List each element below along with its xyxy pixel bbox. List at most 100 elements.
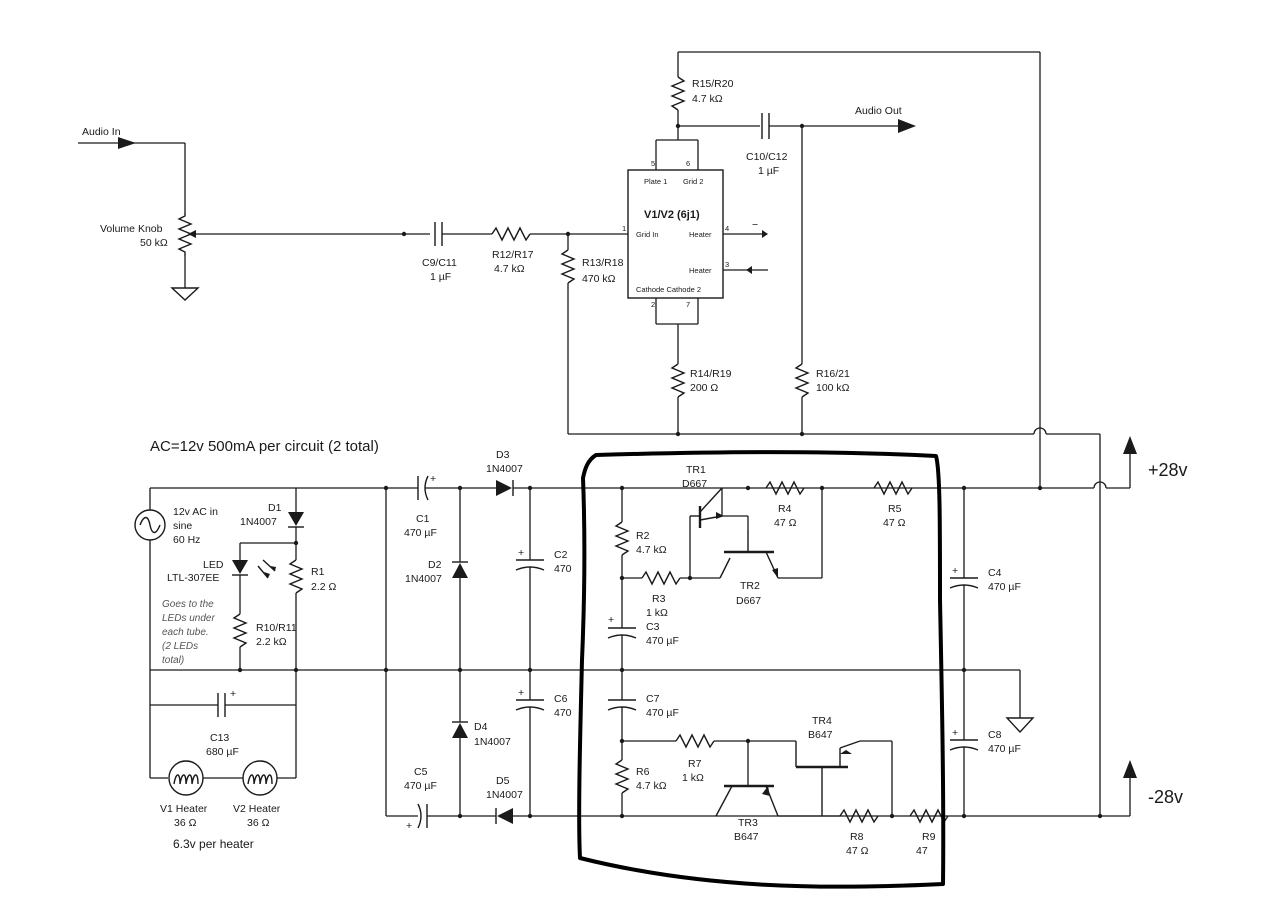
c7-value: 470 µF: [646, 707, 679, 719]
r13-name: R13/R18: [582, 257, 624, 269]
ac-source-line2: sine: [173, 520, 192, 532]
v2-heater-name: V2 Heater: [233, 803, 281, 815]
neg-rail-arrow: [1123, 760, 1137, 778]
led-note-line4: (2 LEDs: [162, 641, 198, 652]
r3-value: 1 kΩ: [646, 607, 668, 619]
c9-name: C9/C11: [422, 257, 457, 269]
resistor-r7: [675, 733, 715, 749]
diode-d1: [288, 512, 304, 528]
c3-plus: +: [608, 614, 614, 626]
diode-d3: [496, 480, 514, 496]
r12-value: 4.7 kΩ: [494, 263, 525, 275]
tr1-name: TR1: [686, 464, 706, 476]
r8-name: R8: [850, 831, 864, 843]
tube-grid2-label: Grid 2: [683, 177, 703, 186]
regulator-highlight-box: [577, 450, 946, 889]
c1-name: C1: [416, 513, 430, 525]
r8-value: 47 Ω: [846, 845, 869, 857]
v1-heater-name: V1 Heater: [160, 803, 208, 815]
ground-symbol-supply: [1005, 717, 1035, 734]
heater-v2: [242, 760, 278, 796]
resistor-r13: [560, 249, 576, 284]
v1-heater-value: 36 Ω: [174, 817, 197, 829]
resistor-r10: [232, 613, 248, 648]
volume-knob-potentiometer: [177, 212, 196, 256]
capacitor-c13: [217, 693, 226, 717]
r4-name: R4: [778, 503, 792, 515]
supply-title: AC=12v 500mA per circuit (2 total): [150, 438, 379, 455]
c5-value: 470 µF: [404, 780, 437, 792]
c8-name: C8: [988, 729, 1002, 741]
led-value: LTL-307EE: [167, 572, 219, 584]
c10-name: C10/C12: [746, 151, 788, 163]
r1-value: 2.2 Ω: [311, 581, 337, 593]
r7-name: R7: [688, 758, 702, 770]
c4-plus: +: [952, 565, 958, 577]
c3-value: 470 µF: [646, 635, 679, 647]
diode-d2: [452, 561, 468, 578]
r16-value: 100 kΩ: [816, 382, 850, 394]
tr4-value: B647: [808, 729, 833, 741]
c6-plus: +: [518, 687, 524, 699]
r1-name: R1: [311, 566, 325, 578]
tube-pin2: 2: [651, 300, 655, 309]
audio-in-arrow: [118, 137, 136, 149]
tr4-name: TR4: [812, 715, 832, 727]
volume-knob-value: 50 kΩ: [140, 237, 168, 249]
tr2-name: TR2: [740, 580, 760, 592]
capacitor-c5: [417, 803, 428, 829]
ac-source-symbol: [134, 509, 166, 541]
d2-name: D2: [428, 559, 442, 571]
tube-pin5: 5: [651, 159, 655, 168]
transistor-tr3: [715, 784, 779, 817]
r7-value: 1 kΩ: [682, 772, 704, 784]
r12-name: R12/R17: [492, 249, 534, 261]
tube-heater1-label: Heater: [689, 230, 712, 239]
resistor-r12: [491, 226, 531, 242]
r15-value: 4.7 kΩ: [692, 93, 723, 105]
c1-value: 470 µF: [404, 527, 437, 539]
led-note-line5: total): [162, 655, 184, 666]
d3-name: D3: [496, 449, 510, 461]
resistor-r2: [614, 521, 630, 556]
ac-source-line3: 60 Hz: [173, 534, 200, 546]
led-name: LED: [203, 559, 224, 571]
volume-knob-name: Volume Knob: [100, 223, 163, 235]
r15-name: R15/R20: [692, 78, 734, 90]
tube-pin1: 1: [622, 224, 626, 233]
c10-value: 1 µF: [758, 165, 779, 177]
led-note-line3: each tube.: [162, 627, 209, 638]
pos-rail-arrow: [1123, 436, 1137, 454]
r9-value: 47: [916, 845, 928, 857]
d4-name: D4: [474, 721, 488, 733]
tube-minus-sign: −: [752, 219, 758, 231]
transistor-tr1: [690, 487, 724, 528]
resistor-r14: [670, 363, 686, 398]
tube-pin3: 3: [725, 260, 729, 269]
per-heater-label: 6.3v per heater: [173, 837, 254, 851]
c8-plus: +: [952, 727, 958, 739]
tr3-value: B647: [734, 831, 759, 843]
c3-name: C3: [646, 621, 660, 633]
d2-value: 1N4007: [405, 573, 442, 585]
resistor-r1: [288, 559, 304, 594]
audio-out-arrow: [898, 119, 916, 133]
r2-value: 4.7 kΩ: [636, 544, 667, 556]
resistor-r6: [614, 759, 630, 794]
resistor-r16: [794, 363, 810, 398]
r4-value: 47 Ω: [774, 517, 797, 529]
led-indicator: [232, 559, 276, 579]
ground-symbol-volume: [170, 287, 200, 301]
resistor-r15: [670, 76, 686, 111]
led-note-line1: Goes to the: [162, 599, 214, 610]
c8-value: 470 µF: [988, 743, 1021, 755]
diode-d4: [452, 721, 468, 738]
r13-value: 470 kΩ: [582, 273, 616, 285]
d4-value: 1N4007: [474, 736, 511, 748]
capacitor-c9: [434, 222, 443, 246]
r16-name: R16/21: [816, 368, 850, 380]
c6-value: 470: [554, 707, 572, 719]
audio-in-label: Audio In: [82, 126, 121, 138]
resistor-r3: [641, 570, 681, 586]
